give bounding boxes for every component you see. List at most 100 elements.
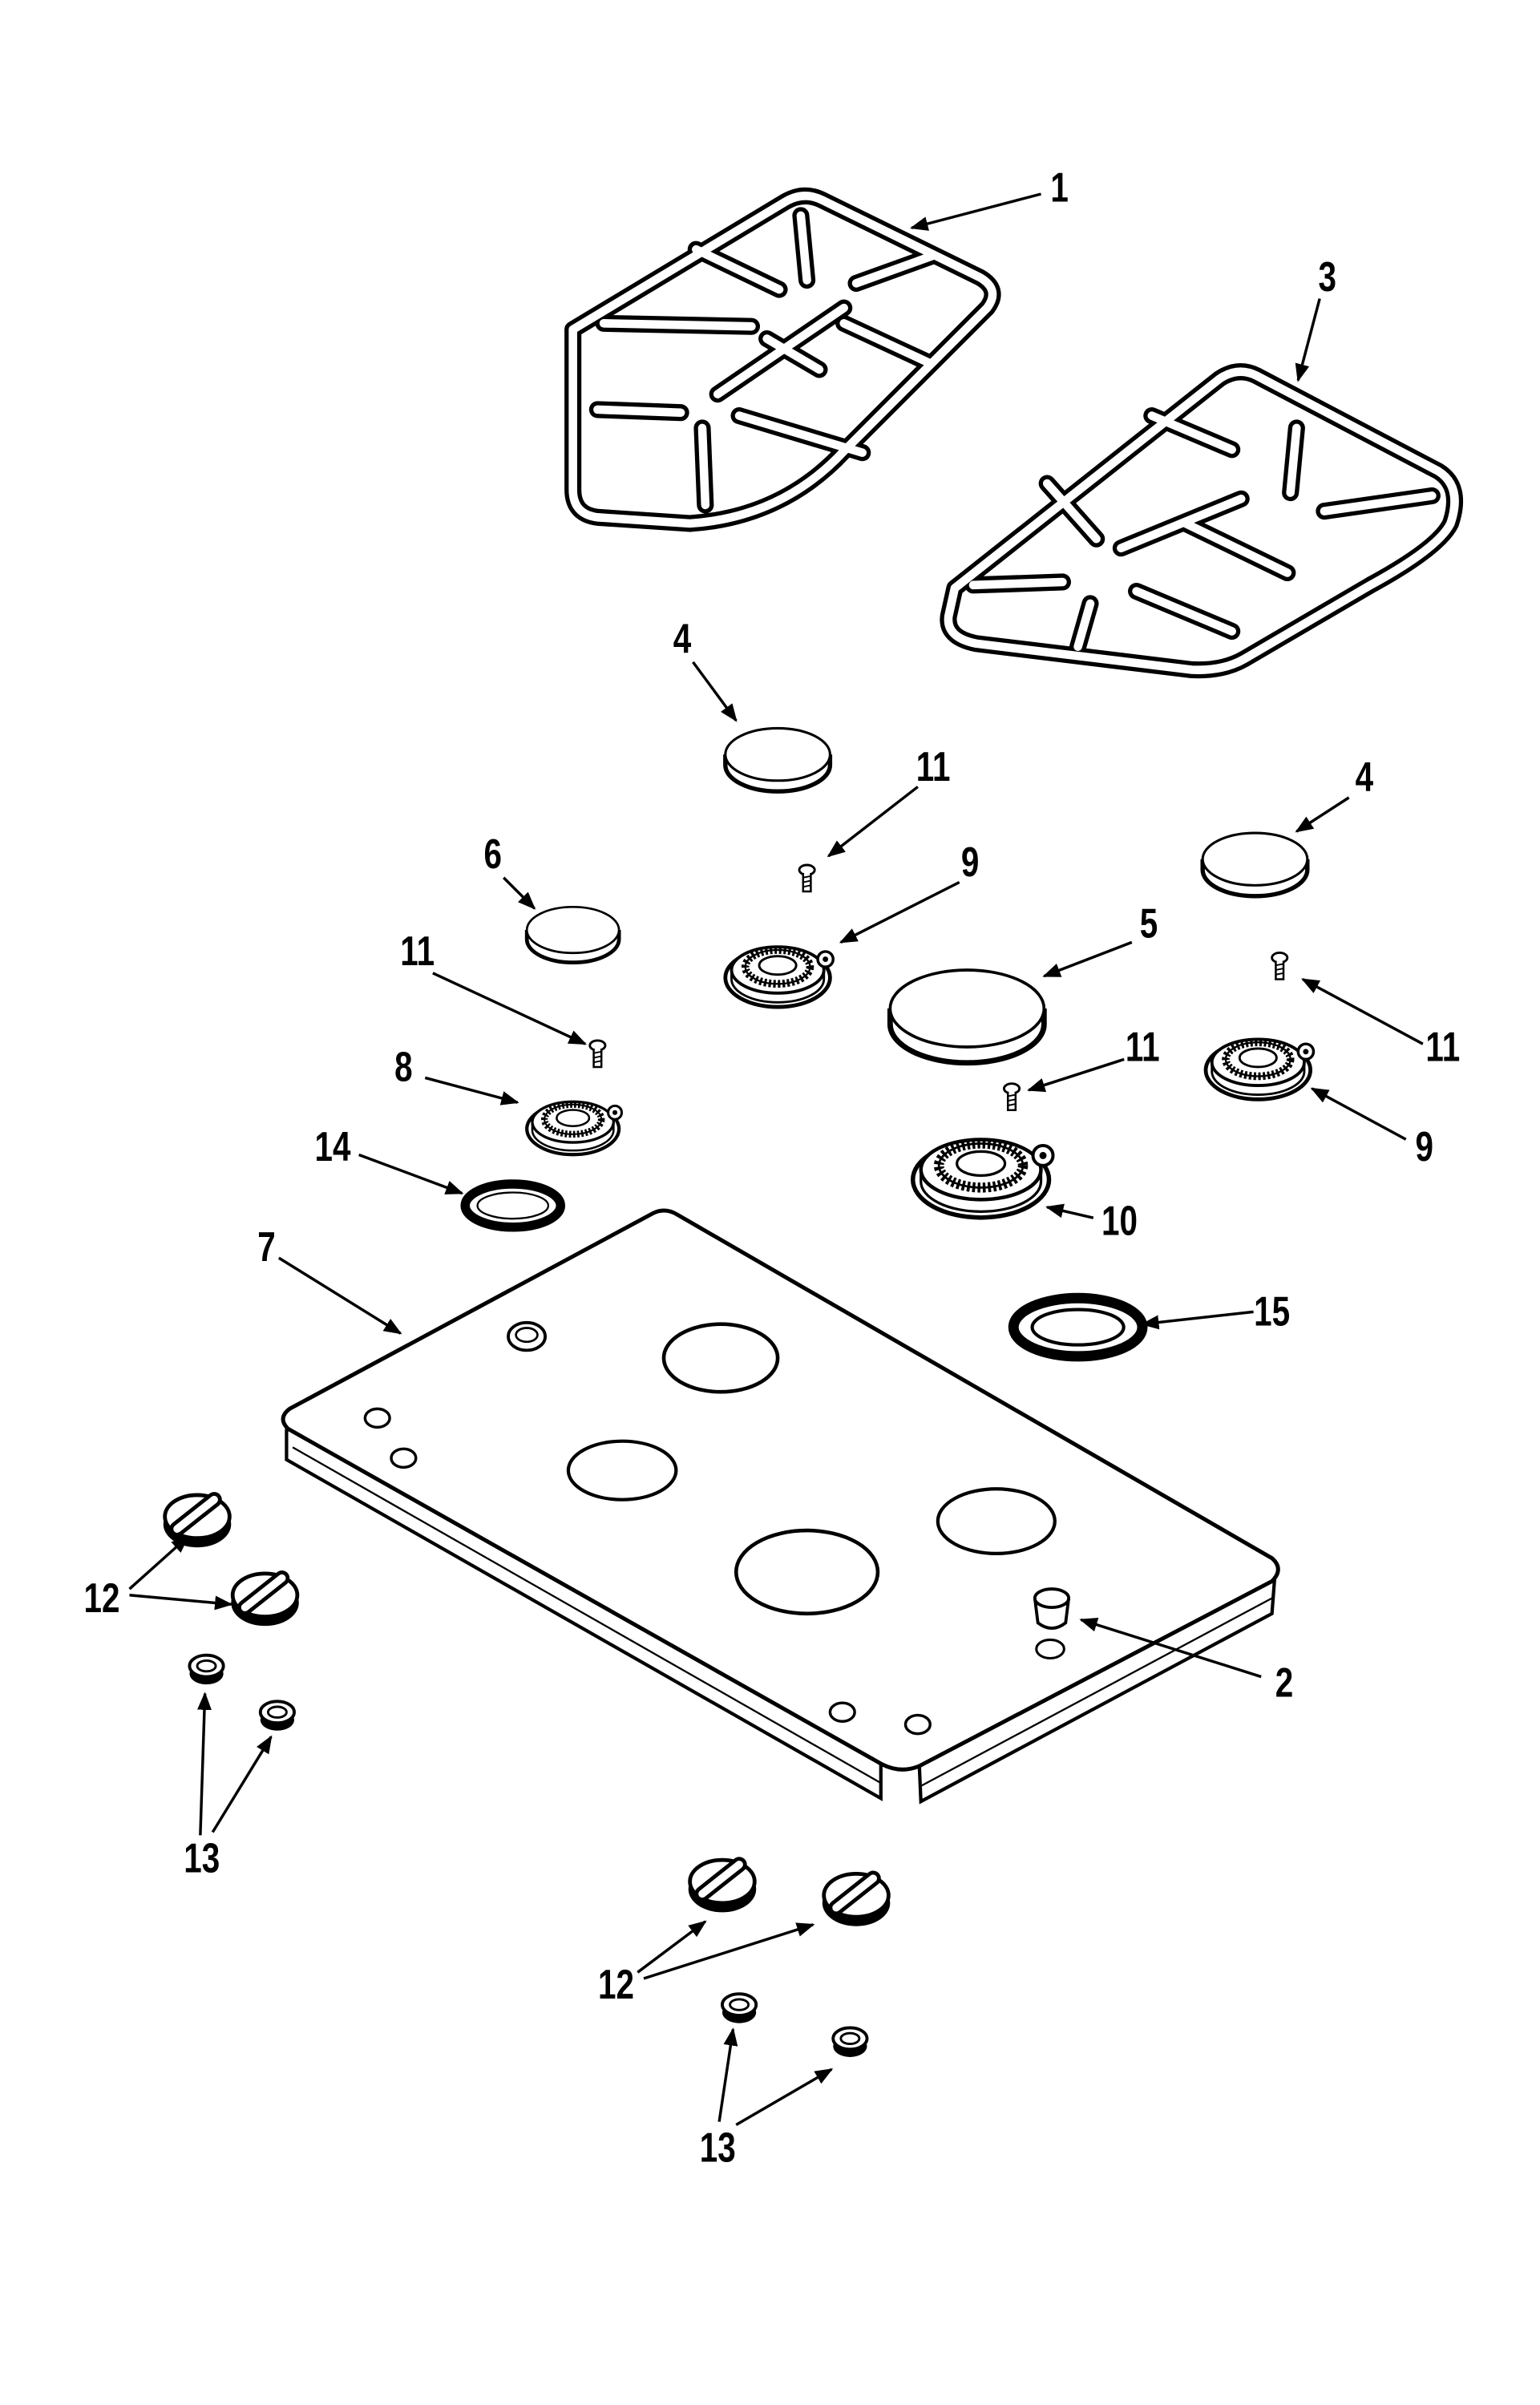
burner-cap-top: [888, 968, 1046, 1049]
burner-tab-hole: [612, 1110, 618, 1115]
callout-label: 8: [394, 1043, 413, 1089]
burner-cap: [524, 905, 621, 964]
leader-arrow: [129, 1594, 233, 1611]
cooktop-rim-right: [917, 1573, 1277, 1805]
screw-thread: [1008, 1093, 1017, 1106]
callout-label: 13: [184, 1835, 220, 1882]
burner-cap-large: [887, 968, 1047, 1066]
raised-grommet-hole: [515, 1327, 539, 1344]
valve-hole: [390, 1447, 418, 1469]
leader-arrow: [1045, 1203, 1094, 1219]
valve-hole: [828, 1701, 856, 1723]
burner-port-ring: [1224, 1041, 1291, 1077]
leader-arrows: [128, 192, 1424, 2126]
burner-tab-hole: [1303, 1049, 1309, 1055]
callout-label: 5: [1140, 900, 1158, 947]
leader-arrow: [637, 1920, 707, 1974]
grate-frame-inner: [568, 192, 997, 528]
grommet-top: [1033, 1587, 1071, 1610]
callout-label: 1: [1050, 164, 1069, 211]
leader-arrow: [839, 880, 960, 944]
leader-arrow: [1079, 1618, 1262, 1679]
leader-arrow: [1295, 796, 1350, 833]
leader-arrow: [196, 1692, 212, 1836]
leader-arrow: [910, 192, 1041, 231]
trim-ring-inner: [476, 1191, 550, 1220]
leader-arrow: [128, 1535, 190, 1591]
leader-arrow: [277, 1256, 402, 1335]
burner-opening: [936, 1487, 1057, 1556]
burner-opening: [734, 1528, 880, 1616]
knob-collar: [258, 1700, 296, 1731]
callout-label: 3: [1319, 253, 1337, 300]
collar-top: [721, 1992, 758, 2018]
screw-thread: [802, 875, 811, 888]
trim-ring-inner: [1030, 1308, 1126, 1347]
screw-thread: [593, 1050, 602, 1064]
burner-core: [556, 1109, 591, 1128]
burner-head-large: [910, 1138, 1055, 1220]
control-knob: [822, 1870, 891, 1926]
burner-tab-hole: [823, 956, 829, 962]
knob-collar: [721, 1992, 758, 2023]
leader-arrow: [424, 1076, 519, 1105]
control-knob: [163, 1492, 232, 1548]
burner-core: [758, 955, 798, 976]
collar-top: [188, 1653, 225, 1679]
callout-label: 9: [1416, 1123, 1434, 1170]
grate: [564, 187, 1001, 532]
burner-cap-top: [724, 726, 831, 782]
knob-grip-highlight: [240, 1574, 286, 1611]
trim-ring-outer: [460, 1179, 566, 1232]
callout-label: 15: [1254, 1288, 1290, 1335]
callout-label: 11: [400, 928, 435, 974]
burner-cap: [723, 726, 833, 794]
burner-cap-top: [525, 905, 620, 955]
burner-port-ring: [744, 948, 811, 985]
callout-label: 7: [257, 1223, 276, 1270]
knob-grip-highlight: [173, 1495, 218, 1533]
callout-labels: 1 3 4 11 9 6 5 4 11 11 8 11 9 14 10 7 15…: [83, 164, 1460, 2171]
leader-arrow: [1141, 1310, 1254, 1330]
burner-opening: [661, 1322, 780, 1394]
callout-label: 11: [1126, 1023, 1160, 1069]
trim-ring: [460, 1179, 566, 1232]
collar-hole: [839, 2031, 861, 2046]
burner-opening: [566, 1439, 678, 1502]
valve-hole: [903, 1713, 932, 1736]
leader-arrow: [358, 1153, 464, 1195]
collar-hole: [729, 1998, 750, 2011]
burner-port-ring: [937, 1142, 1025, 1189]
screw: [798, 863, 816, 893]
valve-hole: [363, 1407, 391, 1429]
screw: [1271, 952, 1289, 980]
grommet: [1033, 1587, 1071, 1630]
cooktop-panel: [281, 1208, 1280, 1805]
burner-port-ring: [544, 1103, 603, 1135]
leader-arrow: [1295, 298, 1321, 382]
burner-cap: [1200, 831, 1310, 899]
burner-head: [525, 1100, 624, 1157]
callout-label: 13: [700, 2124, 736, 2171]
collar-hole: [266, 1705, 288, 1719]
callout-label: 12: [598, 1961, 634, 2007]
callout-label: 12: [83, 1574, 119, 1621]
screw: [588, 1039, 607, 1069]
callout-label: 4: [673, 616, 692, 662]
grate: [940, 363, 1464, 679]
leader-arrow: [1310, 1087, 1407, 1141]
leader-arrow: [717, 2027, 738, 2122]
callout-label: 11: [1425, 1023, 1460, 1069]
cooktop-rim-edge: [292, 1446, 1273, 1787]
burner-tab-hole: [1039, 1151, 1047, 1159]
grate-frame-inner: [944, 367, 1459, 674]
mount-hole: [1035, 1638, 1065, 1660]
leader-arrow: [432, 972, 588, 1045]
leader-arrow: [211, 1735, 273, 1833]
callout-label: 14: [315, 1123, 351, 1170]
control-knob: [230, 1570, 300, 1627]
callout-label: 2: [1275, 1659, 1294, 1706]
callout-label: 9: [961, 839, 980, 885]
